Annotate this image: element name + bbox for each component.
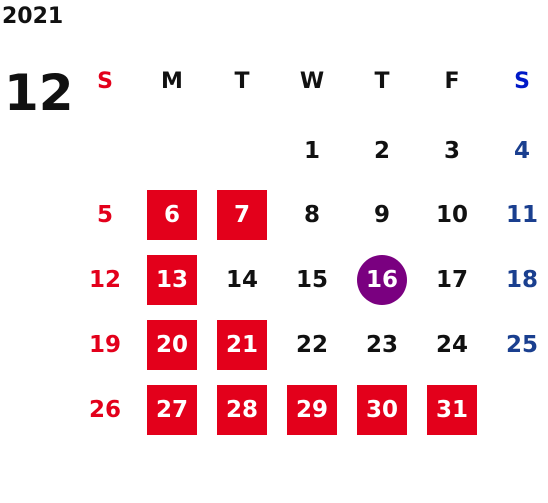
day-cell[interactable]: 8 xyxy=(303,202,320,228)
day-cell[interactable]: 20 xyxy=(147,320,197,370)
weekday-header: T xyxy=(374,68,390,94)
weekday-header: S xyxy=(97,68,113,94)
day-cell[interactable]: 2 xyxy=(373,138,390,164)
day-cell[interactable]: 31 xyxy=(427,385,477,435)
day-cell[interactable]: 13 xyxy=(147,255,197,305)
year-label: 2021 xyxy=(2,4,64,29)
day-cell[interactable]: 27 xyxy=(147,385,197,435)
day-cell[interactable]: 14 xyxy=(225,267,258,293)
day-cell[interactable]: 11 xyxy=(505,202,538,228)
day-cell[interactable]: 10 xyxy=(435,202,468,228)
day-cell[interactable]: 16 xyxy=(357,255,407,305)
day-cell[interactable]: 29 xyxy=(287,385,337,435)
day-cell[interactable]: 24 xyxy=(435,332,468,358)
day-cell[interactable]: 25 xyxy=(505,332,538,358)
day-cell[interactable]: 5 xyxy=(96,202,113,228)
day-cell[interactable]: 4 xyxy=(513,138,530,164)
day-cell[interactable]: 1 xyxy=(303,138,320,164)
weekday-header: W xyxy=(299,68,325,94)
day-cell[interactable]: 12 xyxy=(88,267,121,293)
month-label: 12 xyxy=(4,64,74,122)
day-cell[interactable]: 3 xyxy=(443,138,460,164)
day-cell[interactable]: 7 xyxy=(217,190,267,240)
weekday-header: S xyxy=(514,68,530,94)
day-cell[interactable]: 21 xyxy=(217,320,267,370)
day-cell[interactable]: 26 xyxy=(88,397,121,423)
day-cell[interactable]: 18 xyxy=(505,267,538,293)
day-cell[interactable]: 17 xyxy=(435,267,468,293)
day-cell[interactable]: 30 xyxy=(357,385,407,435)
day-cell[interactable]: 9 xyxy=(373,202,390,228)
day-cell[interactable]: 23 xyxy=(365,332,398,358)
weekday-header: T xyxy=(234,68,250,94)
day-cell[interactable]: 15 xyxy=(295,267,328,293)
day-cell[interactable]: 6 xyxy=(147,190,197,240)
day-cell[interactable]: 22 xyxy=(295,332,328,358)
weekday-header: M xyxy=(161,68,183,94)
day-cell[interactable]: 19 xyxy=(88,332,121,358)
day-cell[interactable]: 28 xyxy=(217,385,267,435)
weekday-header: F xyxy=(444,68,460,94)
